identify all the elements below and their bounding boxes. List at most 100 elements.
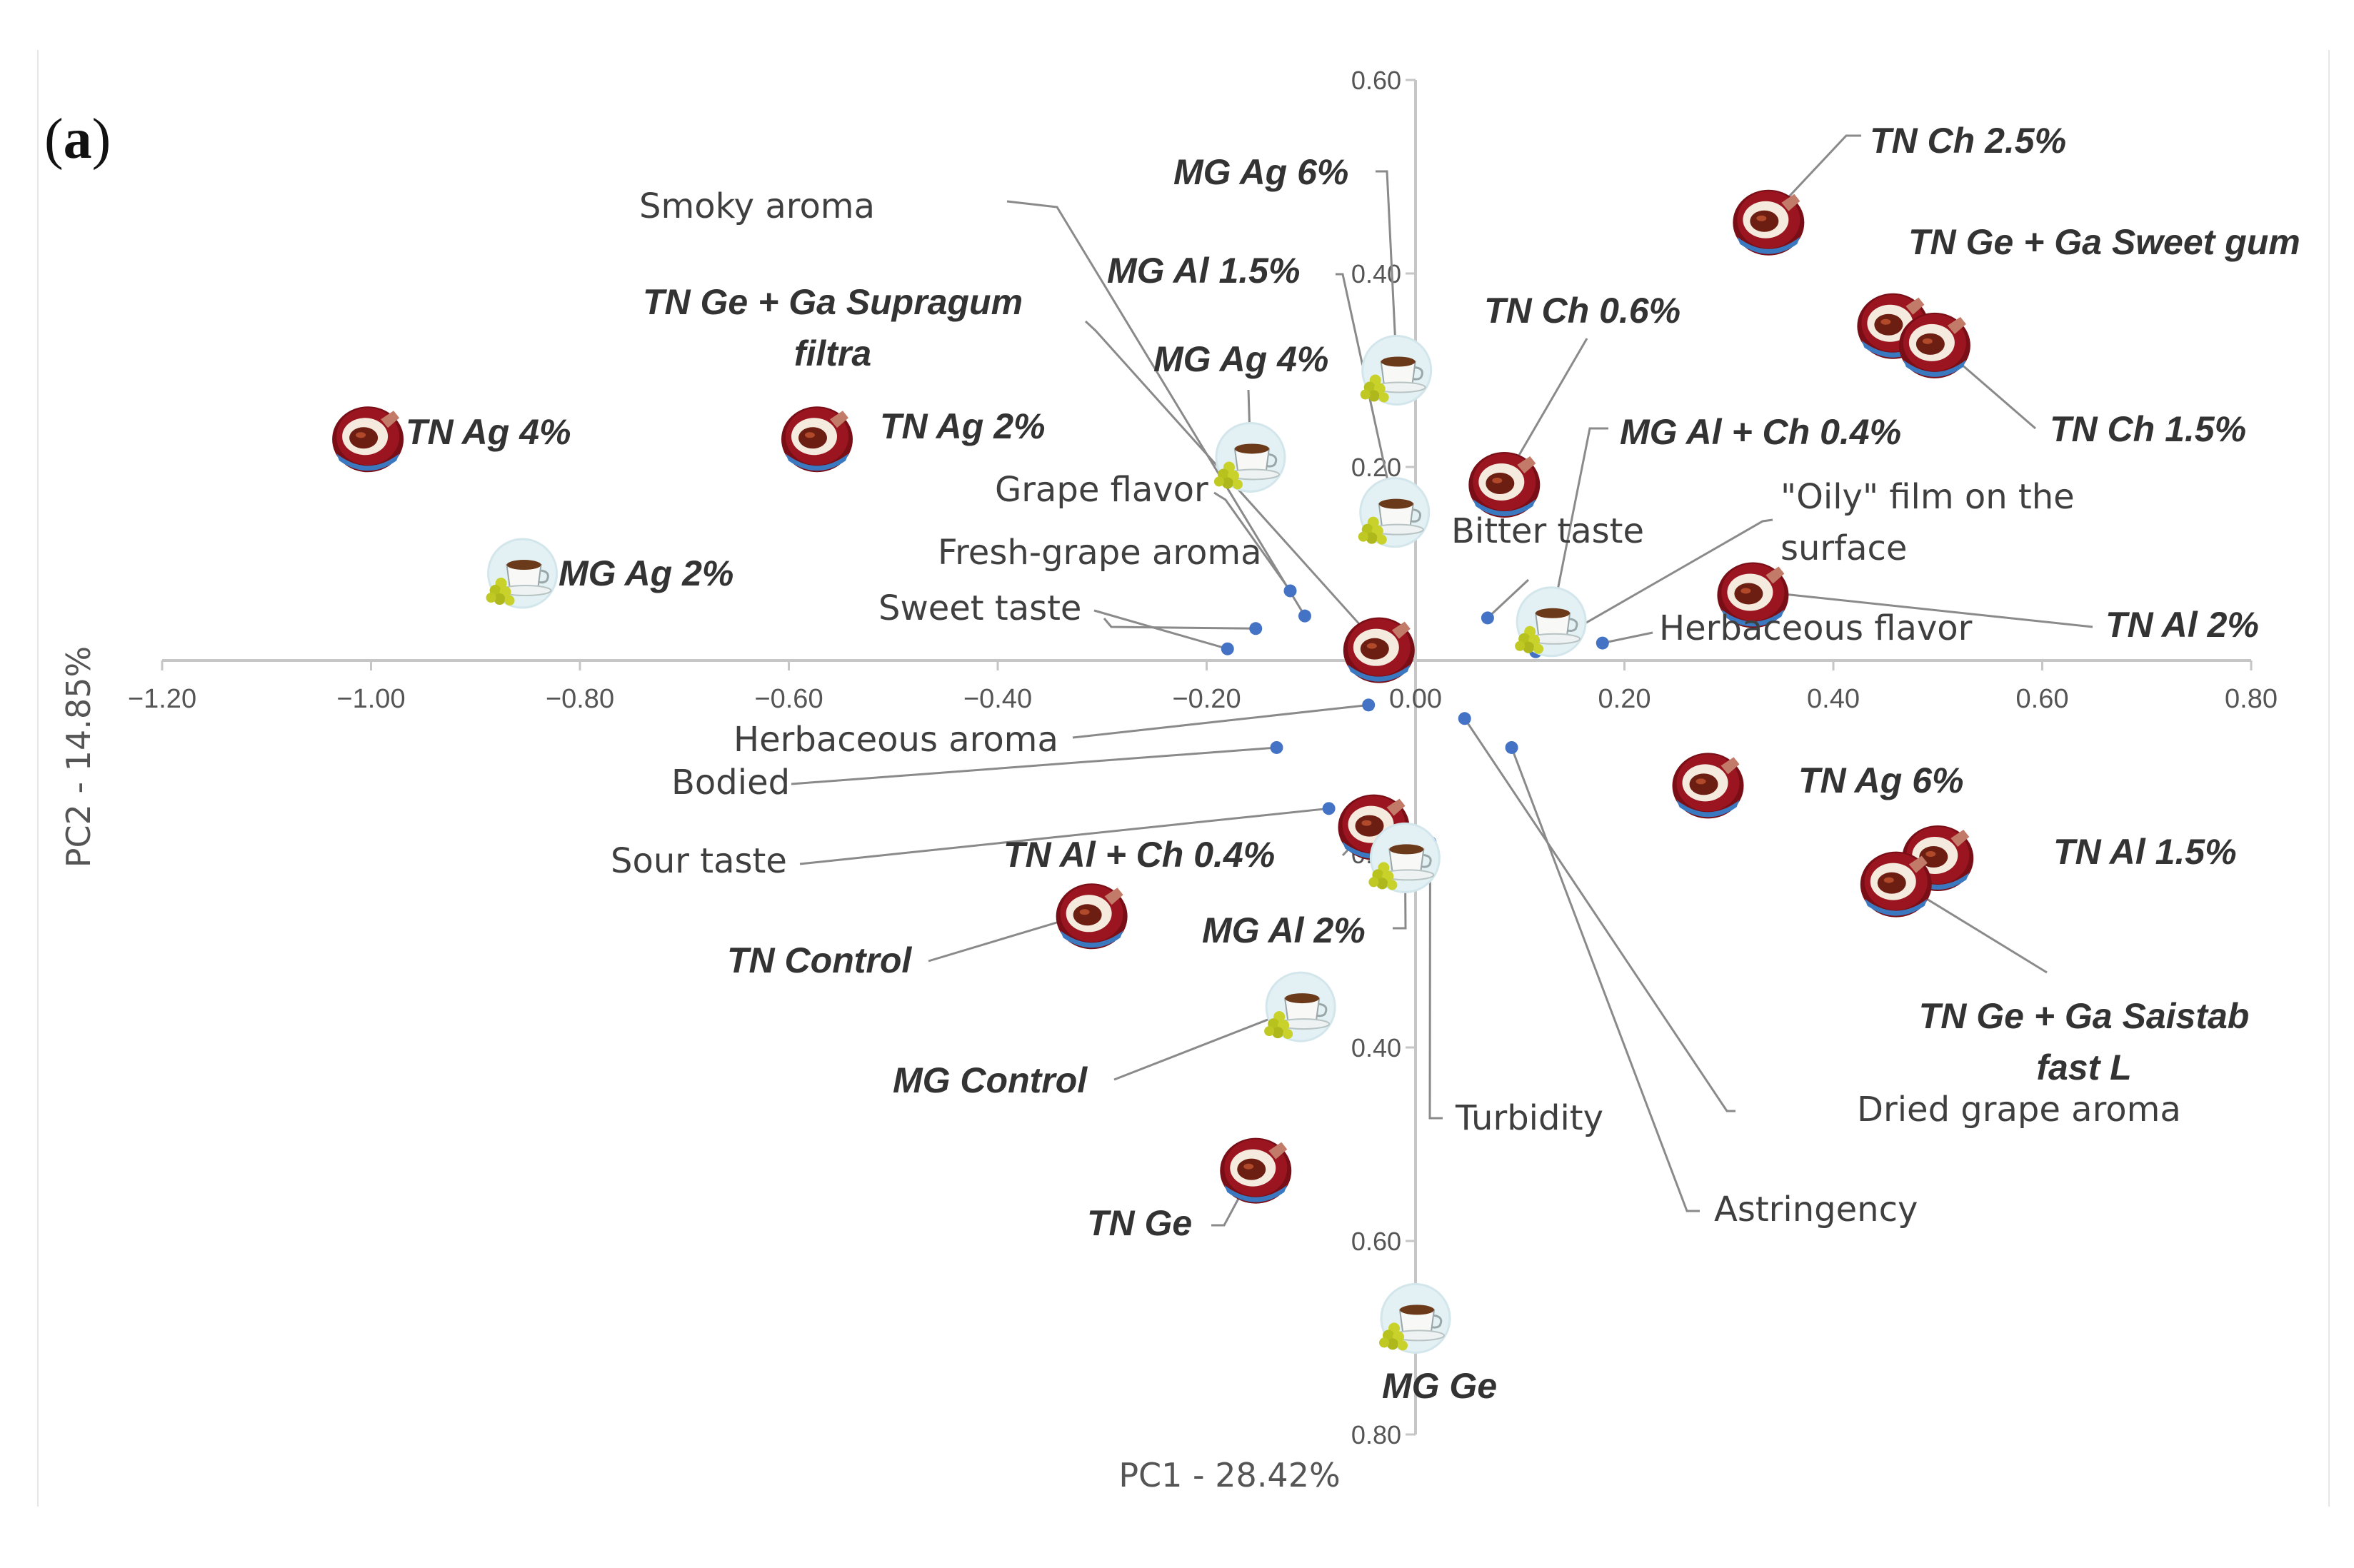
x-tick-label: −0.20 [1172,684,1241,714]
y-tick-label: 0.20 [1351,453,1401,482]
mg-al-ch-0-4-label: MG Al + Ch 0.4% [1620,412,1901,452]
fresh-grape-aroma-point [1249,622,1263,635]
tn-ge-ga-supragum-filtra-wine-glass-icon [1343,617,1415,683]
mg-ag-6-grape-cup-icon [1359,335,1433,406]
tn-al-1-5-label: TN Al 1.5% [2053,832,2237,872]
mg-ag-4-grape-cup-icon [1213,421,1286,493]
x-tick-label: −1.20 [128,684,196,714]
sweet-taste-point [1221,642,1234,655]
y-tick-label: 0.40 [1351,259,1401,288]
y-tick-label: 0.60 [1351,1227,1401,1256]
bitter-taste-point [1481,611,1494,625]
figure-border-left [37,50,39,1507]
tn-ge-ga-supragum-filtra-leader-line [1084,320,1380,647]
x-tick-label: 0.00 [1389,684,1442,714]
tn-ch-0-6-label: TN Ch 0.6% [1484,291,1681,331]
y-tick-label: 0.80 [1351,1420,1401,1449]
herbaceous-flavor-point [1596,636,1609,650]
tn-al-2-leader-line [1753,589,2093,628]
tn-ag-2-wine-glass-icon [781,406,853,473]
mg-ag-2-grape-cup-icon [485,538,559,609]
tn-ge-label: TN Ge [1087,1203,1192,1243]
fresh-grape-aroma-leader-line [1103,618,1256,630]
bitter-taste-leader-line [1486,578,1530,619]
mg-al-1-5-grape-cup-icon [1357,477,1431,548]
mg-ag-2-label: MG Ag 2% [559,553,733,593]
astringency-point [1505,740,1518,754]
y-axis-title: PC2 - 14.85% [59,646,98,868]
tn-ch-2-5-label: TN Ch 2.5% [1870,121,2066,161]
mg-control-label: MG Control [893,1060,1088,1100]
tn-ch-1-5-label: TN Ch 1.5% [2050,409,2246,449]
x-tick-label: 0.80 [2225,684,2278,714]
tn-ch-1-5-wine-glass-icon [1898,312,1970,378]
mg-ge-grape-cup-icon [1378,1282,1451,1354]
herbaceous-aroma-point [1362,698,1376,712]
data-points [332,189,1974,1354]
tn-al-ch-0-4-label: TN Al + Ch 0.4% [1003,835,1275,875]
dried-grape-aroma-label: Dried grape aroma [1857,1090,2181,1130]
x-tick-label: −0.80 [546,684,614,714]
sour-taste-label: Sour taste [611,841,787,881]
bodied-leader-line [791,746,1277,785]
x-tick-label: −0.60 [754,684,823,714]
mg-ag-4-label: MG Ag 4% [1153,339,1328,379]
herbaceous-flavor-leader-line [1602,631,1653,645]
tn-ag-6-label: TN Ag 6% [1798,760,1964,800]
bitter-taste-label: Bitter taste [1451,511,1644,551]
tn-ag-2-label: TN Ag 2% [880,406,1046,446]
astringency-label: Astringency [1714,1190,1918,1230]
tn-ag-4-label: TN Ag 4% [406,412,571,452]
x-tick-label: 0.40 [1807,684,1860,714]
tn-ge-wine-glass-icon [1220,1137,1292,1204]
sour-taste-leader-line [799,807,1329,865]
mg-al-1-5-leader-line [1336,273,1396,513]
sour-taste-point [1322,802,1336,815]
mg-ge-label: MG Ge [1382,1366,1497,1406]
grape-flavor-leader-line [1213,491,1291,592]
turbidity-label: Turbidity [1455,1098,1603,1138]
tn-ag-6-wine-glass-icon [1672,753,1744,819]
smoky-aroma-label: Smoky aroma [639,186,875,226]
tn-control-wine-glass-icon [1056,883,1128,950]
panel-label: (a) [44,108,111,171]
oily-film-on-the-surface-leader-line [1535,518,1773,653]
mg-al-ch-0-4-leader-line [1550,427,1608,623]
tn-ch-0-6-wine-glass-icon [1468,451,1541,518]
turbidity-leader-line [1428,842,1443,1120]
tn-control-label: TN Control [727,940,912,980]
herbaceous-flavor-label: Herbaceous flavor [1659,608,1973,648]
axes: −1.20 −1.00 −0.80 −0.60 −0.40 −0.20 0.00 0.20 0.… [59,66,2278,1494]
astringency-leader-line [1511,747,1700,1212]
mg-al-ch-0-4-grape-cup-icon [1513,586,1587,658]
tn-ag-4-wine-glass-icon [332,406,404,473]
herbaceous-aroma-leader-line [1072,703,1369,739]
sweet-taste-leader-line [1093,609,1228,650]
sweet-taste-label: Sweet taste [878,588,1081,628]
mg-ag-6-leader-line [1376,170,1398,371]
mg-al-2-label: MG Al 2% [1202,910,1366,950]
mg-al-2-grape-cup-icon [1367,822,1441,893]
x-tick-label: −0.40 [963,684,1032,714]
bodied-label: Bodied [671,763,790,803]
tn-ge-ga-sweet-gum-label: TN Ge + Ga Sweet gum [1908,222,2300,262]
y-tick-label: 0.40 [1351,1033,1401,1062]
x-axis-title: PC1 - 28.42% [1118,1456,1340,1494]
mg-al-1-5-label: MG Al 1.5% [1107,251,1300,291]
fresh-grape-aroma-label: Fresh-grape aroma [938,533,1262,573]
dried-grape-aroma-point [1458,712,1471,725]
x-tick-label: 0.20 [1598,684,1651,714]
tn-ch-2-5-wine-glass-icon [1733,189,1805,256]
herbaceous-aroma-label: Herbaceous aroma [733,720,1058,760]
mg-control-grape-cup-icon [1263,971,1336,1042]
tn-ge-ga-saistab-fast-l-wine-glass-icon [1860,851,1932,918]
grape-flavor-label: Grape flavor [995,470,1208,510]
x-tick-label: −1.00 [336,684,405,714]
grape-flavor-point [1283,584,1297,598]
mg-ag-6-label: MG Ag 6% [1173,152,1348,192]
